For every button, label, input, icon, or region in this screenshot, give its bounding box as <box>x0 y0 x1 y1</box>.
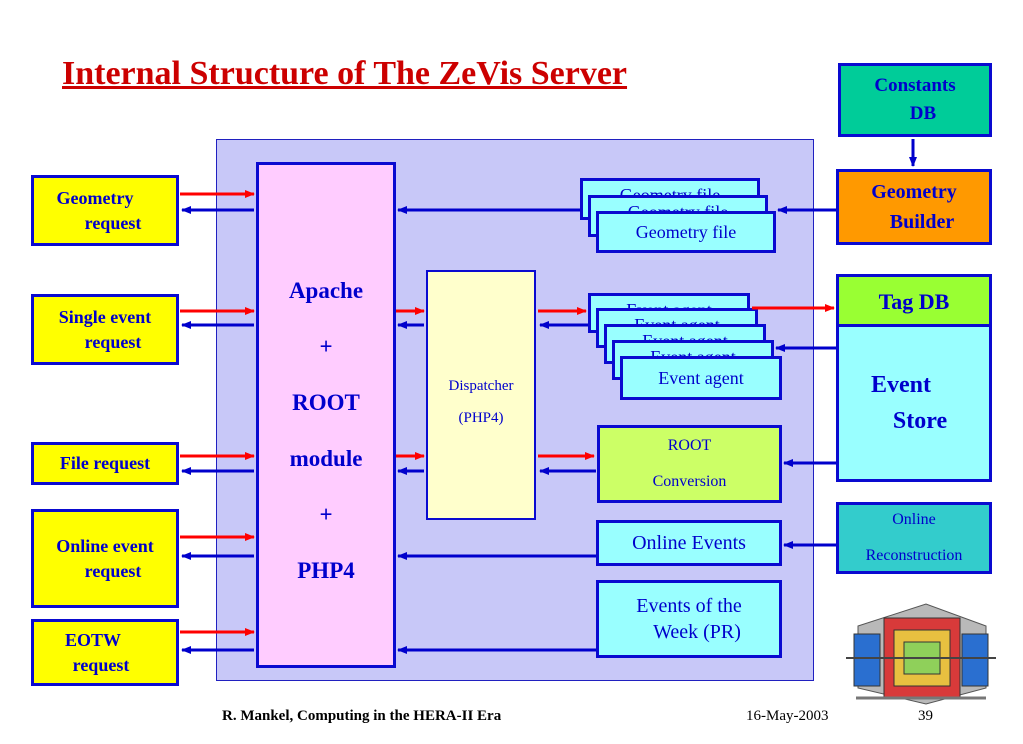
geometry-builder-line-2: Builder <box>889 211 955 233</box>
eotw-request-line2: request <box>72 654 130 675</box>
single-event-request-line2: request <box>84 331 142 352</box>
file-request-box: File request <box>31 442 179 485</box>
apache-line-6: PHP4 <box>297 558 355 583</box>
apache-line-3: ROOT <box>292 390 360 415</box>
root-conversion-box: ROOT Conversion <box>597 425 782 503</box>
geometry-builder-line-1: Geometry <box>871 181 957 203</box>
event-store-line-1: Event <box>871 372 931 398</box>
constants-db-line-1: Constants <box>874 75 956 96</box>
apache-line-5: + <box>319 502 333 527</box>
dispatcher-line-1: Dispatcher <box>448 378 514 394</box>
tag-db-box: Tag DB <box>836 274 992 326</box>
dispatcher-line-2: (PHP4) <box>458 410 504 426</box>
root-conversion-line-1: ROOT <box>667 437 712 454</box>
footer-author: R. Mankel, Computing in the HERA-II Era <box>222 708 502 724</box>
apache-line-4: module <box>289 446 363 471</box>
constants-db-box: Constants DB <box>838 63 992 137</box>
event-agent-box: Event agent <box>620 356 782 400</box>
online-reconstruction-box: Online Reconstruction <box>836 502 992 574</box>
apache-line-2: + <box>319 334 333 359</box>
geometry-request-box: Geometry request <box>31 175 179 246</box>
tag-db-label: Tag DB <box>878 288 950 314</box>
online-reconstruction-line-2: Reconstruction <box>865 547 963 564</box>
geometry-file-box: Geometry file <box>596 211 776 253</box>
geometry-request-line2: request <box>84 212 142 233</box>
online-event-request-box: Online event request <box>31 509 179 608</box>
footer-date: 16-May-2003 <box>746 708 829 724</box>
event-store-box: Event Store <box>836 324 992 482</box>
detector-endcap-left <box>853 633 881 687</box>
geometry-file-label: Geometry file <box>635 221 737 242</box>
single-event-request-box: Single event request <box>31 294 179 365</box>
single-event-request-line1: Single event <box>58 306 152 327</box>
footer-page-number: 39 <box>918 708 933 724</box>
constants-db-line-2: DB <box>909 103 937 124</box>
event-store-line-2: Store <box>892 408 948 434</box>
online-event-request-line1: Online event <box>56 535 154 556</box>
apache-module-box: Apache + ROOT module + PHP4 <box>256 162 396 668</box>
online-events-label: Online Events <box>632 531 746 554</box>
online-event-request-line2: request <box>84 560 142 581</box>
detector-image <box>846 603 996 705</box>
eotw-request-box: EOTW request <box>31 619 179 686</box>
eotw-request-line1: EOTW <box>64 629 121 650</box>
dispatcher-box: Dispatcher (PHP4) <box>426 270 536 520</box>
slide-title: Internal Structure of The ZeVis Server <box>62 55 628 92</box>
geometry-builder-box: Geometry Builder <box>836 169 992 245</box>
apache-line-1: Apache <box>288 278 364 303</box>
events-of-week-box: Events of the Week (PR) <box>596 580 782 658</box>
events-of-week-line-2: Week (PR) <box>653 621 741 643</box>
detector-endcap-right <box>961 633 989 687</box>
events-of-week-line-1: Events of the <box>636 595 742 617</box>
file-request-label: File request <box>59 453 151 473</box>
online-events-box: Online Events <box>596 520 782 566</box>
event-agent-label: Event agent <box>658 367 744 388</box>
root-conversion-line-2: Conversion <box>652 473 727 490</box>
online-reconstruction-line-1: Online <box>892 511 936 528</box>
geometry-request-line1: Geometry <box>56 187 134 208</box>
